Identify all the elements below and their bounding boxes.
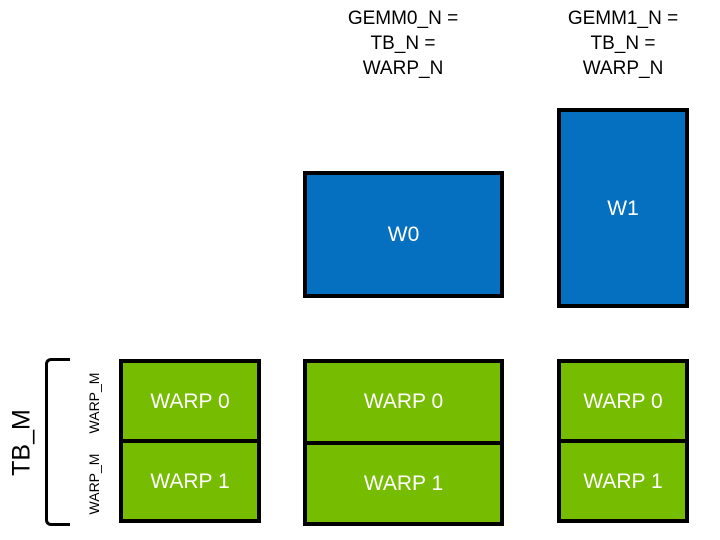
green-warp-cell-label: WARP 0: [583, 389, 663, 413]
green-warp-cell-label: WARP 0: [363, 390, 444, 414]
green-warp-column-0: WARP 0 WARP 1: [119, 359, 261, 523]
green-warp-cell-label: WARP 0: [150, 389, 230, 413]
green-warp-cell-label: WARP 1: [150, 469, 230, 493]
green-warp-cell: WARP 1: [307, 440, 500, 522]
blue-warp-tile-w0-label: W0: [387, 223, 420, 246]
blue-warp-tile-w1: W1: [557, 108, 689, 308]
green-warp-cell: WARP 1: [123, 439, 257, 519]
green-warp-cell-label: WARP 1: [583, 469, 663, 493]
green-warp-column-2: WARP 0 WARP 1: [557, 359, 689, 523]
green-warp-cell: WARP 0: [307, 363, 500, 441]
tb-m-axis-label: TB_M: [7, 409, 36, 476]
blue-warp-tile-w1-label: W1: [607, 196, 639, 220]
warp-m-axis-label-bottom: WARP_M: [86, 453, 102, 515]
blue-warp-tile-w0: W0: [303, 171, 504, 298]
warp-m-axis-label-top: WARP_M: [86, 372, 102, 434]
green-warp-column-1: WARP 0 WARP 1: [303, 359, 504, 526]
green-warp-cell: WARP 0: [123, 363, 257, 439]
green-warp-cell: WARP 0: [561, 363, 685, 439]
column-caption-gemm1: GEMM1_N = TB_N = WARP_N: [567, 8, 679, 79]
green-warp-cell: WARP 1: [561, 439, 685, 519]
tb-m-bracket: [45, 358, 70, 526]
column-caption-gemm0: GEMM0_N = TB_N = WARP_N: [347, 8, 459, 79]
green-warp-cell-label: WARP 1: [363, 471, 444, 495]
